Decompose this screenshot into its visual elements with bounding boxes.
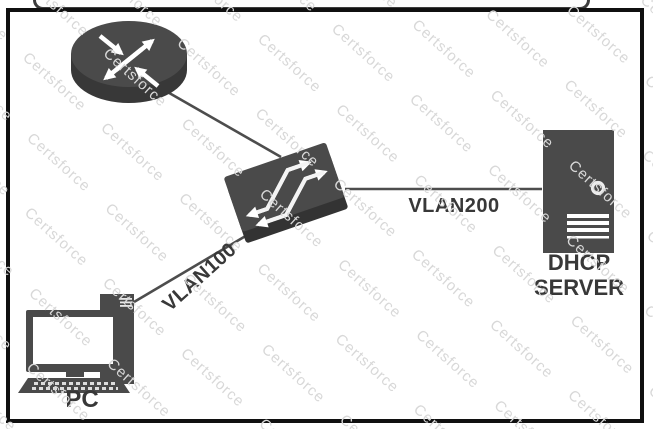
dhcp-server-icon bbox=[543, 130, 614, 253]
dhcp-server-label-line1: DHCP bbox=[547, 250, 611, 275]
link-router-switch bbox=[163, 88, 282, 159]
server-power-button-icon bbox=[590, 180, 606, 196]
server-vent-line bbox=[567, 228, 609, 232]
router-arrow-sw-icon bbox=[103, 47, 144, 81]
server-vent-line bbox=[567, 221, 609, 225]
diagram-frame bbox=[6, 8, 644, 423]
router-arrow-in-se-icon bbox=[134, 66, 160, 88]
link-pc-switch bbox=[133, 232, 250, 304]
switch-arrow-2r-icon bbox=[255, 170, 326, 228]
router-arrow-in-nw-icon bbox=[98, 34, 124, 56]
router-icon bbox=[71, 21, 187, 103]
switch-icon bbox=[224, 142, 348, 243]
vlan200-label: VLAN200 bbox=[408, 195, 500, 217]
pc-label: PC bbox=[65, 386, 99, 413]
server-vent-line bbox=[567, 236, 609, 239]
pc-screen bbox=[33, 317, 113, 364]
dhcp-server-label: DHCP SERVER bbox=[513, 250, 645, 300]
pc-icon bbox=[18, 294, 134, 393]
server-vent-line bbox=[567, 214, 609, 218]
switch-arrow-1r-icon bbox=[245, 160, 310, 218]
dhcp-server-label-line2: SERVER bbox=[533, 275, 625, 300]
